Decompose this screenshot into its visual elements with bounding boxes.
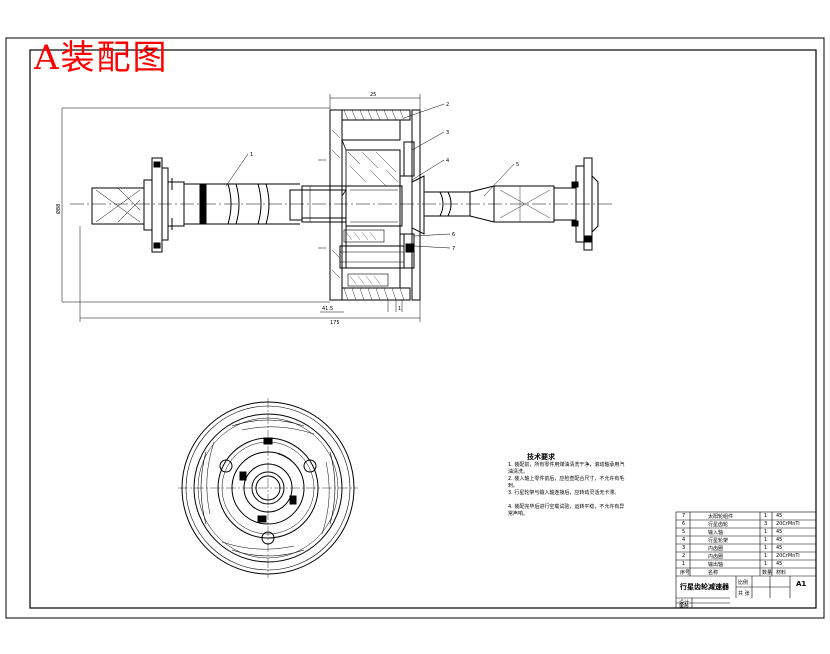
callout-4: 4 xyxy=(446,158,449,164)
part-mat: 45 xyxy=(776,561,783,567)
drawing-title: A装配图 xyxy=(34,38,169,78)
outer-border xyxy=(5,37,825,619)
part-no: 5 xyxy=(682,529,686,535)
part-name: 太阳轮组件 xyxy=(708,514,734,520)
part-mat: 45 xyxy=(776,529,783,535)
part-name: 行星轮架 xyxy=(708,538,729,544)
part-no: 7 xyxy=(682,513,686,519)
part-mat: 45 xyxy=(776,513,783,519)
tech-requirement-item: 2. 装入轴上零件前后，应检查配合尺寸，不允许有毛刺。 xyxy=(508,476,625,489)
title-block xyxy=(675,511,817,609)
dim-top-width: 25 xyxy=(370,92,376,98)
part-no: 3 xyxy=(682,545,686,551)
part-no: 1 xyxy=(682,561,686,567)
dim-overall-length: 175 xyxy=(330,320,340,326)
check-label: 审核 xyxy=(679,604,690,610)
part-name: 内齿圈 xyxy=(708,554,724,560)
header-qty: 数量 xyxy=(762,570,773,576)
part-mat: 45 xyxy=(776,545,783,551)
part-qty: 1 xyxy=(764,553,768,559)
callout-2: 2 xyxy=(446,102,449,108)
header-no: 序号 xyxy=(680,570,691,576)
sheet-label: 共 张 xyxy=(738,591,750,597)
callout-3: 3 xyxy=(446,130,449,136)
part-no: 6 xyxy=(682,521,686,527)
part-no: 2 xyxy=(682,553,686,559)
part-name: 内齿圈 xyxy=(708,546,724,552)
part-mat: 20CrMnTi xyxy=(776,553,800,559)
part-name: 输出轴 xyxy=(708,562,724,568)
part-mat: 45 xyxy=(776,537,783,543)
part-qty: 1 xyxy=(764,537,768,543)
part-qty: 3 xyxy=(764,521,768,527)
callout-5: 5 xyxy=(516,162,519,168)
inner-border xyxy=(29,49,817,609)
tech-requirement-item: 1. 装配前，所有零件用煤油清洗干净，滚动轴承用汽油清洗。 xyxy=(508,462,625,475)
part-qty: 1 xyxy=(764,513,768,519)
header-name: 名称 xyxy=(708,570,719,576)
part-qty: 1 xyxy=(764,545,768,551)
dim-small-b: 1 xyxy=(398,306,401,312)
part-qty: 1 xyxy=(764,529,768,535)
part-name: 行星齿轮 xyxy=(708,522,729,528)
part-qty: 1 xyxy=(764,561,768,567)
end-view xyxy=(178,398,358,578)
dim-height: Ø88 xyxy=(55,204,62,214)
sheet-size: A1 xyxy=(796,580,807,588)
tech-requirements-title: 技术要求 xyxy=(527,453,555,461)
callout-6: 6 xyxy=(452,232,455,238)
header-mat: 材料 xyxy=(776,570,787,576)
callout-7: 7 xyxy=(452,246,455,252)
elevation-view: 1 2 3 4 5 6 7 25 175 41.5 1 Ø88 xyxy=(55,92,615,326)
part-name: 输入轴 xyxy=(708,530,724,536)
tech-requirement-item: 4. 装配完毕后进行空载试验，运转平稳，不允许有异常声响。 xyxy=(508,504,625,517)
drawing-name: 行星齿轮减速器 xyxy=(680,583,729,591)
scale-label: 比例 xyxy=(738,580,749,586)
part-no: 4 xyxy=(682,537,686,543)
dim-small-a: 41.5 xyxy=(322,306,333,312)
tech-requirement-item: 3. 行星轮架与输入轴连接后，应转动灵活无卡滞。 xyxy=(508,490,620,496)
design-label: 设计 xyxy=(679,600,690,606)
callout-1: 1 xyxy=(250,152,253,158)
part-mat: 20CrMnTi xyxy=(776,521,800,527)
